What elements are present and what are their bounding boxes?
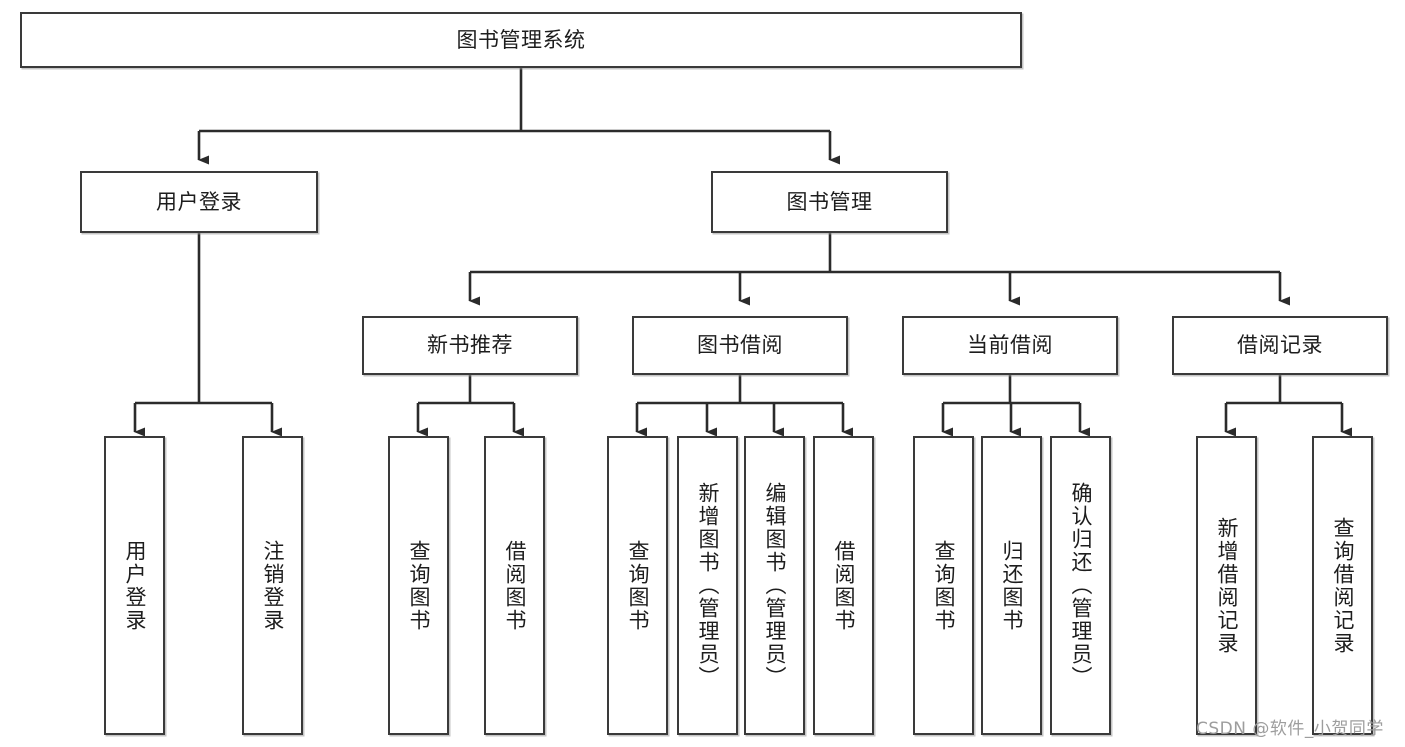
- node-leaf-return-book-label: 归还图书: [1000, 539, 1025, 632]
- node-leaf-query-book-rec[interactable]: 查询图书: [388, 436, 449, 735]
- node-leaf-add-book[interactable]: 新增图书（管理员）: [677, 436, 738, 735]
- node-book-borrow[interactable]: 图书借阅: [632, 316, 848, 375]
- node-leaf-edit-book-label: 编辑图书（管理员）: [763, 482, 788, 689]
- node-leaf-borrow-book-rec[interactable]: 借阅图书: [484, 436, 545, 735]
- node-new-book-recommend-label: 新书推荐: [427, 333, 513, 358]
- node-leaf-add-borrow-record[interactable]: 新增借阅记录: [1196, 436, 1257, 735]
- node-leaf-user-logout-label: 注销登录: [261, 539, 286, 632]
- node-current-borrow[interactable]: 当前借阅: [902, 316, 1118, 375]
- node-leaf-query-book-current[interactable]: 查询图书: [913, 436, 974, 735]
- node-leaf-borrow-book-rec-label: 借阅图书: [503, 539, 528, 632]
- node-new-book-recommend[interactable]: 新书推荐: [362, 316, 578, 375]
- node-leaf-query-borrow-record[interactable]: 查询借阅记录: [1312, 436, 1373, 735]
- node-leaf-edit-book[interactable]: 编辑图书（管理员）: [744, 436, 805, 735]
- node-leaf-borrow-book-label: 借阅图书: [832, 539, 857, 632]
- node-user-login[interactable]: 用户登录: [80, 171, 318, 233]
- node-book-manage-label: 图书管理: [786, 189, 873, 214]
- node-leaf-query-book-rec-label: 查询图书: [407, 539, 432, 632]
- node-leaf-user-login[interactable]: 用户登录: [104, 436, 165, 735]
- node-leaf-add-borrow-record-label: 新增借阅记录: [1215, 516, 1240, 655]
- csdn-watermark: CSDN @软件_小贺同学: [1196, 719, 1384, 739]
- node-leaf-borrow-book[interactable]: 借阅图书: [813, 436, 874, 735]
- node-user-login-label: 用户登录: [156, 189, 242, 214]
- node-leaf-query-book-borrow-label: 查询图书: [626, 539, 651, 632]
- node-leaf-confirm-return[interactable]: 确认归还（管理员）: [1050, 436, 1111, 735]
- node-leaf-user-logout[interactable]: 注销登录: [242, 436, 303, 735]
- node-book-borrow-label: 图书借阅: [697, 333, 783, 358]
- node-leaf-add-book-label: 新增图书（管理员）: [696, 482, 721, 689]
- node-current-borrow-label: 当前借阅: [967, 333, 1053, 358]
- node-book-manage[interactable]: 图书管理: [711, 171, 948, 233]
- node-leaf-query-book-current-label: 查询图书: [932, 539, 957, 632]
- node-leaf-return-book[interactable]: 归还图书: [981, 436, 1042, 735]
- node-leaf-user-login-label: 用户登录: [123, 539, 148, 632]
- node-leaf-confirm-return-label: 确认归还（管理员）: [1069, 482, 1094, 689]
- node-borrow-record[interactable]: 借阅记录: [1172, 316, 1388, 375]
- node-borrow-record-label: 借阅记录: [1237, 333, 1323, 358]
- node-leaf-query-book-borrow[interactable]: 查询图书: [607, 436, 668, 735]
- node-leaf-query-borrow-record-label: 查询借阅记录: [1331, 516, 1356, 655]
- node-root[interactable]: 图书管理系统: [20, 12, 1022, 68]
- node-root-label: 图书管理系统: [456, 27, 586, 52]
